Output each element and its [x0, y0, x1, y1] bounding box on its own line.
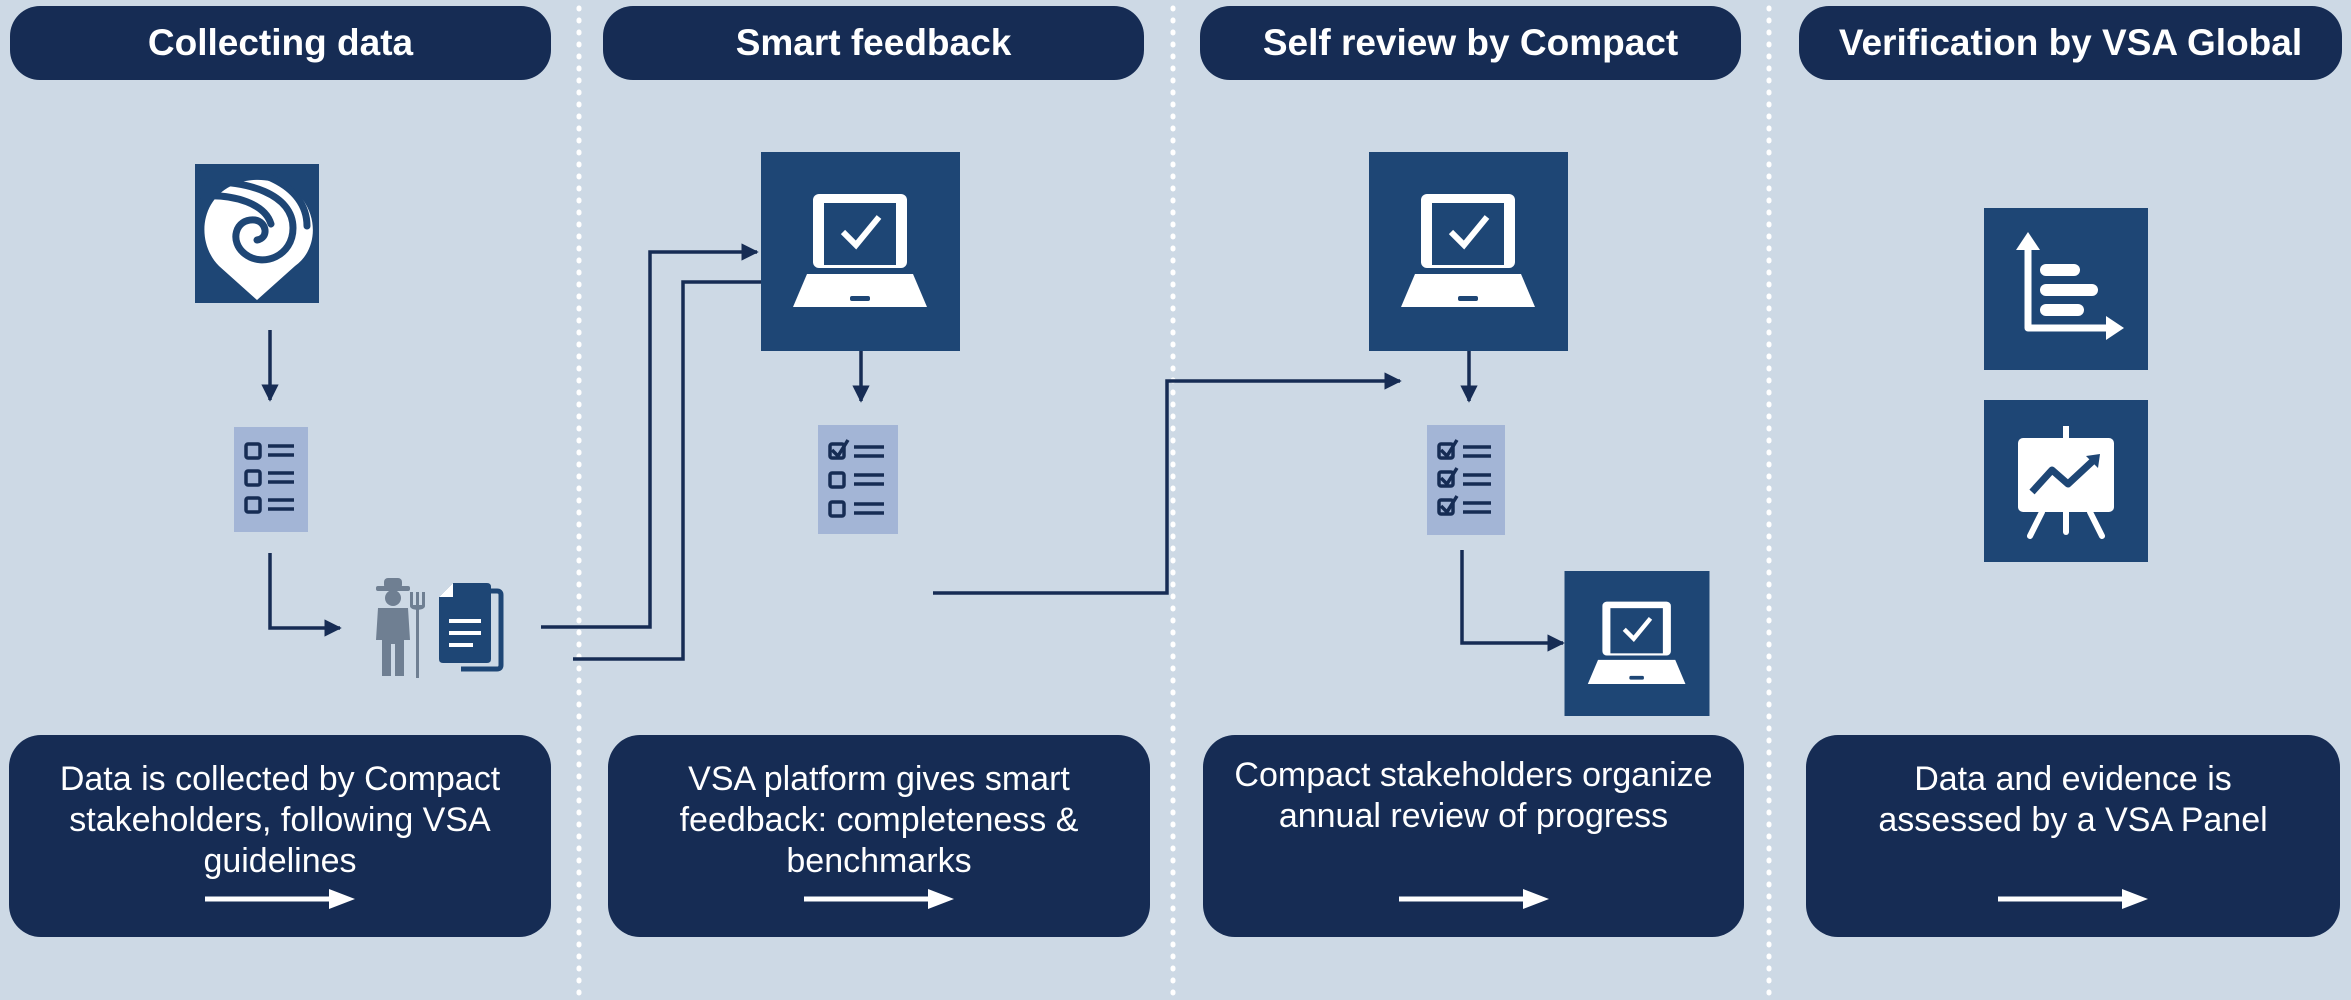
farmer-icon	[372, 578, 432, 678]
step-description-collecting-data: Data is collected by Compact stakeholder…	[9, 735, 551, 937]
step-description-verification: Data and evidence is assessed by a VSA P…	[1806, 735, 2340, 937]
checklist-icon	[818, 425, 898, 534]
location-pin-logo-icon	[195, 164, 319, 303]
description-text: Data and evidence is assessed by a VSA P…	[1878, 760, 2268, 839]
step-header-collecting-data: Collecting data	[10, 6, 551, 80]
connector-farmer-to-laptop-2	[573, 273, 791, 661]
step-description-smart-feedback: VSA platform gives smart feedback: compl…	[608, 735, 1150, 937]
step-description-self-review: Compact stakeholders organize annual rev…	[1203, 735, 1744, 937]
step-header-self-review: Self review by Compact	[1200, 6, 1741, 80]
right-arrow-icon	[1998, 889, 2148, 909]
laptop-check-icon	[761, 152, 960, 351]
step-header-smart-feedback: Smart feedback	[603, 6, 1144, 80]
connector-feedback-to-review	[933, 372, 1402, 595]
description-text: Data is collected by Compact stakeholder…	[59, 760, 501, 880]
connector-checklist-to-farmer	[268, 553, 342, 637]
description-text: VSA platform gives smart feedback: compl…	[679, 760, 1079, 880]
checklist-icon	[1427, 425, 1505, 535]
connector-farmer-to-laptop-1	[541, 243, 759, 629]
right-arrow-icon	[804, 889, 954, 909]
checklist-icon	[234, 427, 308, 532]
description-text: Compact stakeholders organize annual rev…	[1234, 756, 1713, 835]
laptop-check-icon	[1369, 152, 1568, 351]
presentation-board-icon	[1984, 400, 2148, 562]
right-arrow-icon	[205, 889, 355, 909]
connector-checklist-to-small-laptop	[1460, 550, 1565, 652]
right-arrow-icon	[1398, 889, 1549, 909]
growth-chart-icon	[1984, 208, 2148, 370]
laptop-check-icon	[1564, 571, 1710, 716]
step-header-verification: Verification by VSA Global	[1799, 6, 2342, 80]
document-icon	[439, 583, 507, 673]
